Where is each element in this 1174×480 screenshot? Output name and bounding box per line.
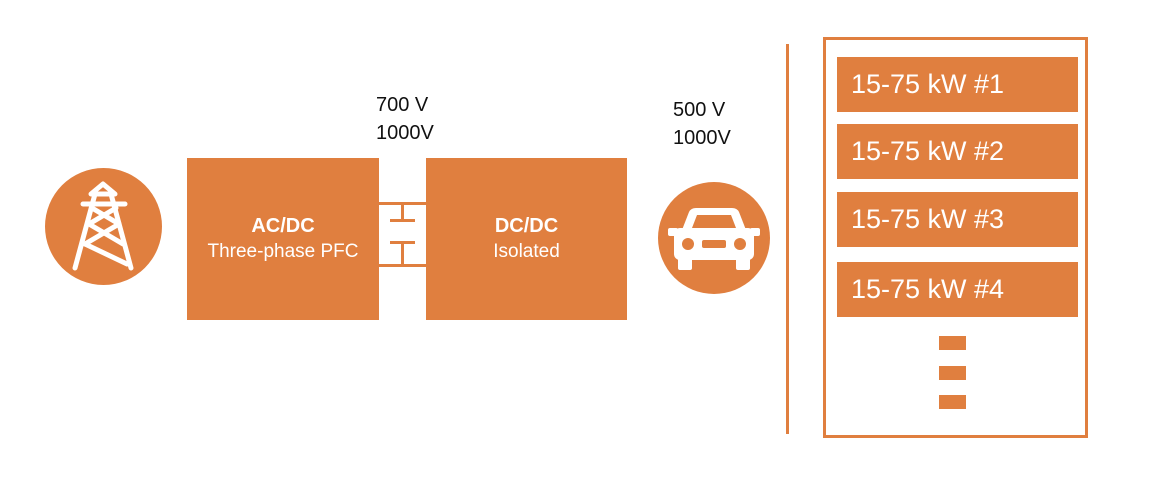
capacitor-lower-plate <box>390 241 415 244</box>
dcdc-title: DC/DC <box>494 215 559 237</box>
dc-link-bottom-line <box>379 264 426 267</box>
dcdc-subtitle: Isolated <box>493 241 560 262</box>
charger-modules-panel <box>823 37 1088 438</box>
more-modules-dot-1 <box>939 336 966 350</box>
dc-link-voltage-label: 700 V 1000V <box>376 91 434 147</box>
acdc-title: AC/DC <box>251 215 315 237</box>
output-voltage-line1: 500 V <box>673 99 726 121</box>
module-3: 15-75 kW #3 <box>837 192 1078 247</box>
car-icon <box>658 182 770 294</box>
power-tower-icon <box>45 168 162 285</box>
dc-link-top-line <box>379 202 426 205</box>
more-modules-dot-2 <box>939 366 966 380</box>
section-divider <box>786 44 789 434</box>
module-2: 15-75 kW #2 <box>837 124 1078 179</box>
module-4: 15-75 kW #4 <box>837 262 1078 317</box>
output-voltage-line2: 1000V <box>673 127 731 149</box>
module-1: 15-75 kW #1 <box>837 57 1078 112</box>
dc-link-voltage-line2: 1000V <box>376 122 434 144</box>
output-voltage-label: 500 V 1000V <box>673 96 731 152</box>
more-modules-dot-3 <box>939 395 966 409</box>
capacitor-upper-lead <box>401 204 404 220</box>
acdc-subtitle: Three-phase PFC <box>207 241 359 262</box>
acdc-converter-block: AC/DC Three-phase PFC <box>187 158 379 320</box>
dcdc-converter-block: DC/DC Isolated <box>426 158 627 320</box>
dc-link-voltage-line1: 700 V <box>376 94 429 116</box>
capacitor-upper-plate <box>390 219 415 222</box>
capacitor-lower-lead <box>401 243 404 265</box>
